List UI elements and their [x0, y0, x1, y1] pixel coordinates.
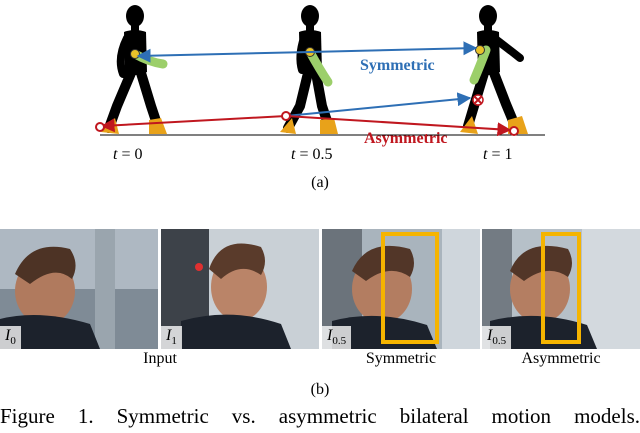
- symmetric-label: Symmetric: [360, 57, 435, 74]
- symmetric-arrow-lower: [285, 92, 472, 117]
- subfigure-a-label: (a): [311, 174, 329, 191]
- figure-caption: Figure 1. Symmetric vs. asymmetric bilat…: [0, 404, 640, 428]
- panel-label-input: Input: [143, 350, 177, 367]
- panel-label-asymmetric: Asymmetric: [521, 350, 601, 367]
- time-label-t05: t = 0.5: [291, 146, 333, 163]
- frame-badge-i1: I1: [161, 325, 182, 349]
- photo-panel-symmetric: I0.5: [322, 229, 480, 349]
- walker-t0: [101, 5, 168, 134]
- foot-point-t05: [281, 111, 291, 121]
- motion-diagram: Symmetric Asymmetric: [95, 5, 545, 147]
- asymmetric-label: Asymmetric: [364, 130, 448, 147]
- photo-panel-input-0: I0: [0, 229, 158, 349]
- asymmetric-arrow-left: [100, 115, 287, 133]
- symmetric-arrow-right: [309, 41, 478, 56]
- symmetric-arrow-left: [136, 48, 311, 63]
- time-label-t1: t = 1: [483, 146, 513, 163]
- walker-t1: [460, 5, 528, 134]
- photo-panel-input-1: I1: [161, 229, 319, 349]
- foot-point-t1: [509, 126, 519, 136]
- subfigure-b-label: (b): [310, 381, 330, 398]
- photo-panel-asymmetric: I0.5: [482, 229, 640, 349]
- frame-badge-i0: I0: [0, 325, 21, 349]
- frame-badge-i05-symmetric: I0.5: [322, 325, 352, 349]
- time-label-t0: t = 0: [113, 146, 143, 163]
- asymmetric-arrow-right: [285, 115, 512, 137]
- mismatch-cross-icon: [472, 94, 484, 106]
- frame-badge-i05-asymmetric: I0.5: [482, 325, 512, 349]
- foot-point-t0: [95, 122, 105, 132]
- panel-label-symmetric: Symmetric: [365, 350, 437, 367]
